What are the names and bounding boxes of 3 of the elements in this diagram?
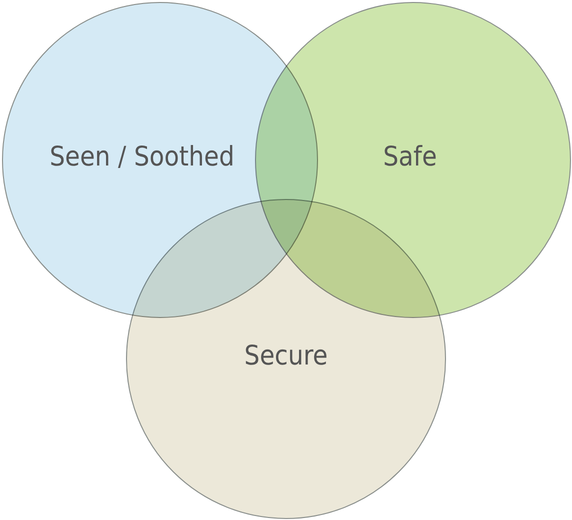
circle-label: Safe [383, 142, 437, 172]
circle-label: Seen / Soothed [50, 142, 234, 172]
circle-label: Secure [244, 340, 328, 372]
